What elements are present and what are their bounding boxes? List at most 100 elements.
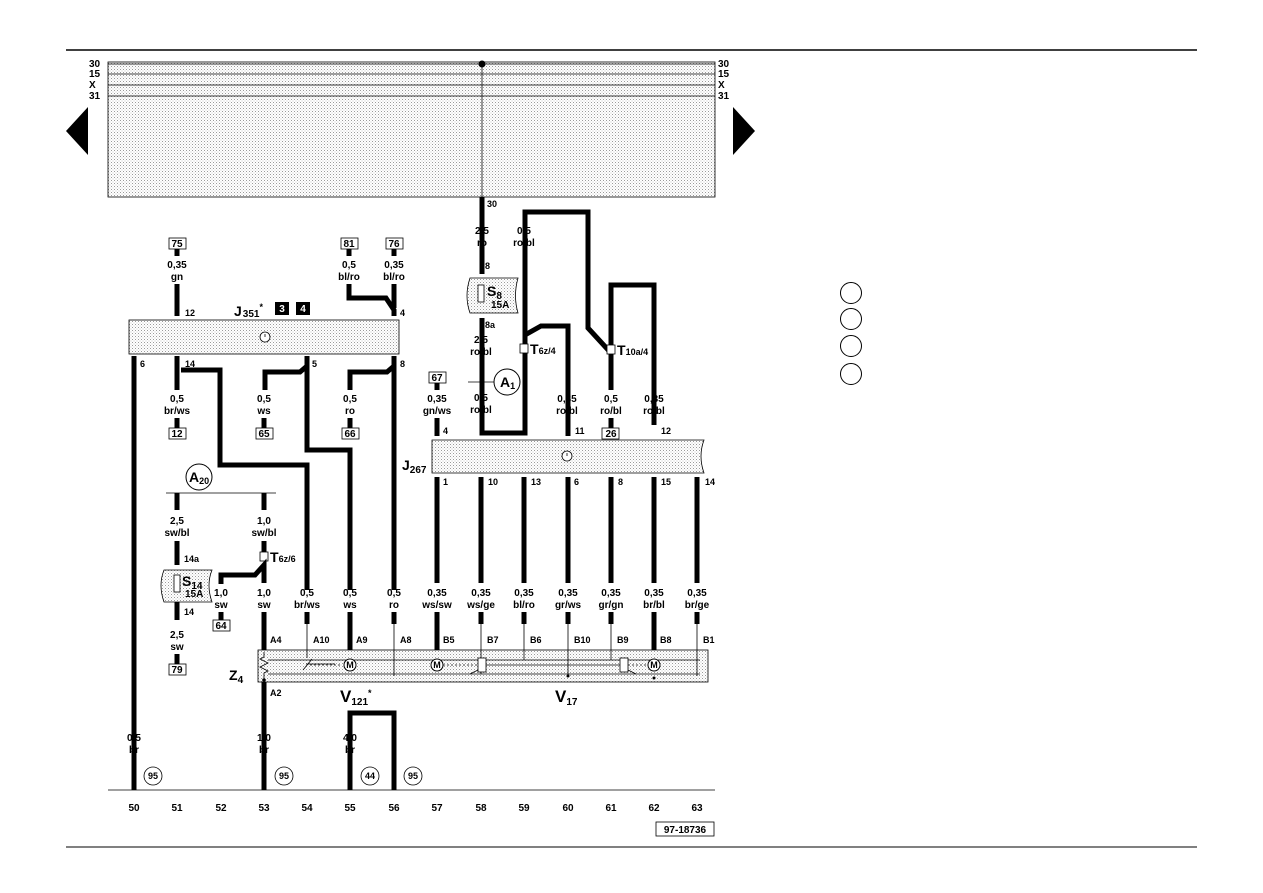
- pin-b6: B6: [530, 635, 542, 645]
- ref-box-26: [601, 427, 620, 440]
- ground-95-c: 95: [408, 771, 418, 781]
- wire-50-color: br: [129, 745, 139, 756]
- rail-label-right-30: 30: [718, 59, 730, 70]
- connector-t6z4-box: [519, 343, 529, 354]
- rail-label-left-31: 31: [89, 91, 101, 102]
- wire-67: [347, 356, 397, 390]
- wire-79-size: 2,5: [170, 630, 184, 641]
- black-badge-4-label: 4: [300, 304, 306, 315]
- pin-j351-8: 8: [400, 359, 405, 369]
- drawing-number: 97-18736: [664, 825, 707, 836]
- b10-junction: [566, 674, 570, 678]
- pin-b5: B5: [443, 635, 455, 645]
- pin-j267-1: 1: [443, 477, 448, 487]
- pin-j351-14: 14: [185, 359, 195, 369]
- track-54: 54: [301, 803, 313, 814]
- wire-b9-size: 0,35: [601, 588, 621, 599]
- connector-t6z4-label: T6z/4: [530, 341, 556, 357]
- ref-12: 67: [431, 373, 443, 384]
- pin-j267-11: 11: [575, 426, 585, 436]
- wire-a10-color: br/ws: [294, 600, 321, 611]
- wire-67-size: 0,5: [343, 394, 357, 405]
- wire-a8-size: 0,5: [387, 588, 401, 599]
- wire-55-color: br: [345, 745, 355, 756]
- wire-76-color: bl/ro: [383, 272, 405, 283]
- wire-55-size: 4,0: [343, 733, 357, 744]
- wire-b5-color: ws/sw: [421, 600, 452, 611]
- pin-j267-4: 4: [443, 426, 448, 436]
- pin-j351-4: 4: [400, 308, 405, 318]
- wire-65-size: 0,5: [170, 394, 184, 405]
- ref-76: 76: [388, 239, 400, 250]
- pin-j267-13: 13: [531, 477, 541, 487]
- wire-75-color: gn: [171, 272, 183, 283]
- wire-76-size: 0,35: [384, 260, 404, 271]
- wire-81-size: 0,5: [342, 260, 356, 271]
- right-arrow-icon[interactable]: [733, 107, 755, 155]
- ground-95-b: 95: [279, 771, 289, 781]
- connector-t10a4-box: [606, 344, 616, 355]
- heater-z4-icon: [259, 652, 269, 678]
- ref-81: 81: [343, 239, 355, 250]
- rail-label-left-30: 30: [89, 59, 101, 70]
- ref-79: 79: [171, 665, 183, 676]
- pin-b8: B8: [660, 635, 672, 645]
- wire-12-size: 0,35: [427, 394, 447, 405]
- wire-b10-color: gr/ws: [555, 600, 582, 611]
- ref-box-67: [341, 427, 360, 440]
- track-50: 50: [128, 803, 140, 814]
- ref-66: 65: [258, 429, 270, 440]
- heater-z4-label: Z4: [229, 667, 244, 686]
- wire-b1-size: 0,35: [687, 588, 707, 599]
- wire-a4-color: sw: [257, 600, 271, 611]
- black-badge-4: [296, 302, 310, 315]
- wire-53-color: br: [259, 745, 269, 756]
- pin-a8: A8: [400, 635, 412, 645]
- pin-a2: A2: [270, 688, 282, 698]
- fuse-s8-rating: 15A: [491, 300, 509, 311]
- pin-j351-6: 6: [140, 359, 145, 369]
- motor-b8-icon: [647, 658, 661, 672]
- pin-a10: A10: [313, 635, 330, 645]
- rail-label-left-15: 15: [89, 69, 101, 80]
- wire-b9-color: gr/gn: [599, 600, 624, 611]
- wire-55: [347, 710, 397, 790]
- ground-circle-95-c: [403, 766, 423, 786]
- wire-66-size: 0,5: [257, 394, 271, 405]
- wire-64-color: sw: [214, 600, 228, 611]
- wire-a9-color: ws: [342, 600, 357, 611]
- motor-b8-label: M: [650, 660, 658, 670]
- wire-64-size: 1,0: [214, 588, 228, 599]
- pot-wiper-left: [469, 669, 479, 675]
- pin-b7: B7: [487, 635, 499, 645]
- wire-t6z4: [522, 323, 571, 425]
- wire-t6z6-size: 1,0: [257, 516, 271, 527]
- wire-11-color: ro/bl: [556, 406, 578, 417]
- pin-j267-8: 8: [618, 477, 623, 487]
- wire-11-size: 0,35: [557, 394, 577, 405]
- wire-b6-size: 0,35: [514, 588, 534, 599]
- track-60: 60: [562, 803, 574, 814]
- wire-a8-color: ro: [389, 600, 399, 611]
- left-arrow-icon[interactable]: [66, 107, 88, 155]
- connection-a20-label: A20: [189, 469, 209, 486]
- track-55: 55: [344, 803, 356, 814]
- connector-t6z6-label: T6z/6: [270, 549, 296, 565]
- wire-14-to-a10: [181, 367, 310, 590]
- black-badge-3: [275, 302, 289, 315]
- pin-j267-10: 10: [488, 477, 498, 487]
- wire-top-color: ro/bl: [513, 238, 535, 249]
- b8-junction: [652, 676, 656, 680]
- wire-b6-color: bl/ro: [513, 600, 535, 611]
- switch-icon: [302, 658, 335, 671]
- pin-j267-12: 12: [661, 426, 671, 436]
- ref-box-64: [212, 619, 231, 632]
- wire-b1-color: br/ge: [685, 600, 710, 611]
- track-58: 58: [475, 803, 487, 814]
- legend-circle-1: [840, 282, 862, 304]
- connection-a20: [185, 463, 213, 491]
- rail-label-right-15: 15: [718, 69, 730, 80]
- ground-95-a: 95: [148, 771, 158, 781]
- ref-26: 26: [605, 429, 617, 440]
